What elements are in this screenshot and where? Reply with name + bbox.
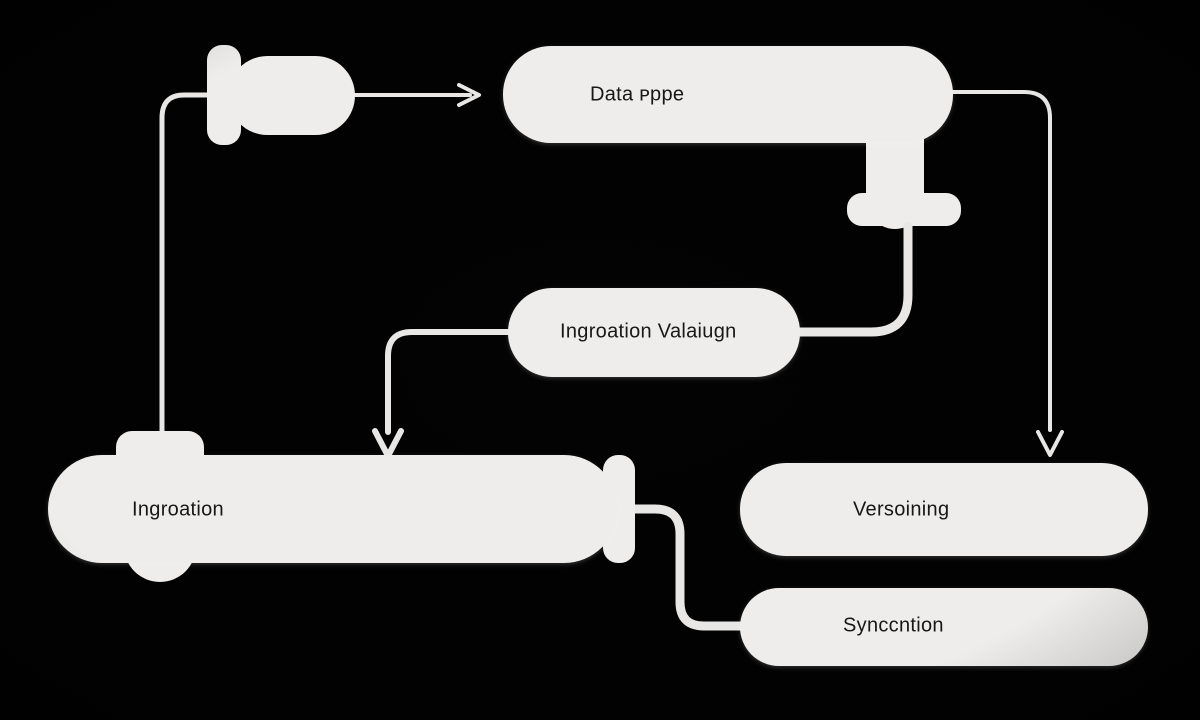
edge-data-pipe-to-versoining bbox=[944, 90, 1052, 432]
node-synccntion[interactable]: Synccntion bbox=[740, 588, 1148, 666]
versoining-label: Versoining bbox=[853, 498, 949, 520]
edge-source-to-ingroation bbox=[159, 92, 210, 439]
node-source[interactable] bbox=[207, 45, 355, 145]
ingroation-label: Ingroation bbox=[132, 498, 224, 520]
node-data-pipe[interactable]: Data ᴘppe bbox=[503, 46, 953, 143]
plug-foot bbox=[847, 193, 961, 226]
node-ingroation[interactable]: Ingroation bbox=[48, 431, 635, 582]
data-pipe-label: Data ᴘppe bbox=[590, 83, 684, 105]
synccntion-body bbox=[740, 588, 1148, 666]
node-layer: Data ᴘppe Ingroation Valaiuɡn Ingroation bbox=[48, 45, 1148, 666]
node-versoining[interactable]: Versoining bbox=[740, 463, 1148, 556]
data-pipe-body bbox=[503, 46, 953, 143]
edge-data-pipe-to-validation bbox=[795, 221, 913, 337]
source-body bbox=[228, 56, 355, 135]
arrowhead-data-pipe-to-versoining bbox=[1036, 430, 1064, 457]
edge-ingroation-to-synccntion bbox=[625, 504, 750, 631]
node-ingroation-valaiuan[interactable]: Ingroation Valaiuɡn bbox=[508, 288, 800, 377]
synccntion-label: Synccntion bbox=[843, 614, 944, 636]
edge-validation-to-ingroation bbox=[385, 329, 511, 435]
ingroation-valaiuan-label: Ingroation Valaiuɡn bbox=[560, 320, 737, 342]
